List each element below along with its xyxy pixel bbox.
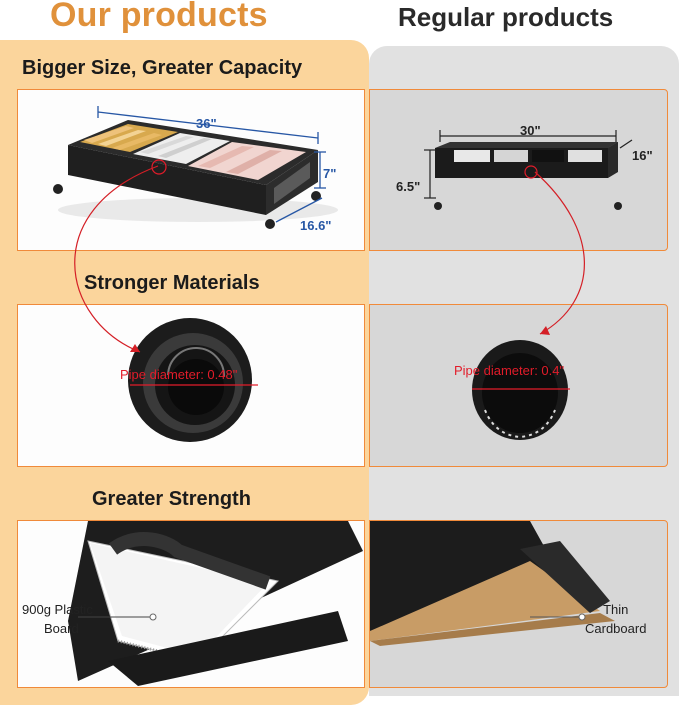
our-board-label: 900g Plastic Board (22, 601, 93, 639)
our-board-label-line-2: Board (44, 620, 79, 636)
our-pipe-diameter: Pipe diameter: 0.48" (120, 367, 238, 382)
regular-pipe-panel: Pipe diameter: 0.4" (369, 304, 668, 467)
our-board-panel: 900g Plastic Board (17, 520, 365, 688)
arrow-head-right (540, 326, 550, 335)
our-depth-dimension: 16.6" (300, 218, 332, 233)
our-organizer-image (53, 106, 338, 229)
our-size-panel: 36" 7" 16.6" (17, 89, 365, 251)
our-pipe-image (128, 318, 258, 442)
section-title-strength: Greater Strength (92, 488, 251, 510)
section-title-capacity: Bigger Size, Greater Capacity (22, 57, 303, 79)
section-title-materials: Stronger Materials (84, 272, 260, 294)
our-height-dimension: 7" (323, 166, 337, 181)
regular-products-header: Regular products (398, 2, 614, 32)
regular-organizer-image (424, 130, 633, 210)
our-pipe-panel: Pipe diameter: 0.48" (17, 304, 365, 467)
regular-board-label-line-2: Cardboard (585, 620, 647, 636)
regular-height-dimension: 6.5" (396, 179, 421, 194)
arrow-head-left (130, 344, 140, 352)
regular-depth-dimension: 16" (632, 148, 653, 163)
regular-board-panel: Thin Cardboard (369, 520, 668, 688)
regular-pipe-diameter: Pipe diameter: 0.4" (454, 363, 565, 378)
our-length-dimension: 36" (196, 116, 217, 131)
regular-board-label-line-1: Thin (603, 602, 629, 617)
regular-size-panel: 30" 6.5" 16" (369, 89, 668, 251)
our-board-image (68, 521, 363, 686)
regular-board-image (370, 521, 615, 646)
our-products-header: Our products (50, 0, 268, 34)
regular-length-dimension: 30" (520, 123, 541, 138)
regular-pipe-image (472, 340, 570, 440)
our-board-label-line-1: 900g Plastic (22, 602, 93, 617)
regular-board-label: Thin Cardboard (585, 601, 646, 639)
